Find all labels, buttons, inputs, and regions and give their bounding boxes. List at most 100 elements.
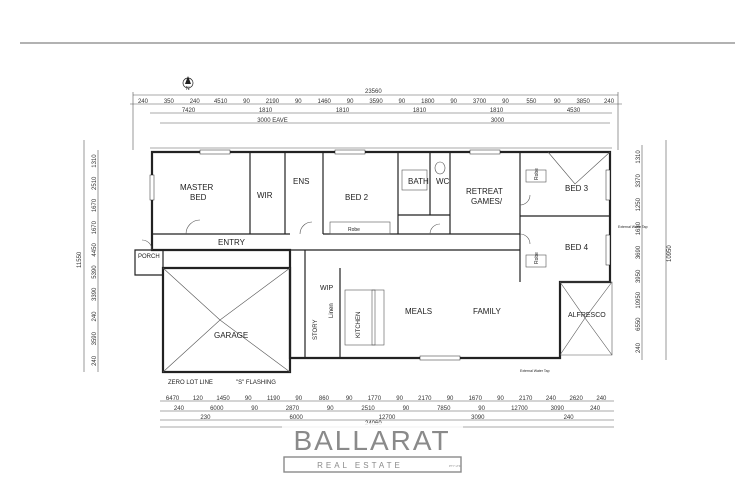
- north-label: N: [186, 86, 190, 92]
- left-overall-dimension: 11550: [77, 140, 85, 372]
- dimension-label: 2870: [286, 406, 300, 412]
- s-flashing-note: "S" FLASHING: [236, 380, 276, 386]
- dimension-label: 1810: [259, 108, 273, 114]
- dimension-label: 90: [327, 406, 334, 412]
- dimension-label: 2170: [418, 396, 432, 402]
- dimension-label: 1670: [92, 198, 98, 212]
- ballarat-real-estate-logo: BALLARAT REAL ESTATE PTY LTD: [282, 423, 463, 473]
- dimension-label: 2170: [519, 396, 533, 402]
- dimension-label: 550: [526, 99, 537, 105]
- room-robe-bed3: Robe: [534, 168, 540, 180]
- dimension-label: 3700: [473, 99, 487, 105]
- external-tap-note-1: External Water Tap: [618, 225, 648, 229]
- dimension-label: 90: [502, 99, 509, 105]
- room-bed2: BED 2: [345, 193, 369, 202]
- brand-name: BALLARAT: [293, 425, 450, 456]
- dimension-label: 3590: [369, 99, 383, 105]
- dimension-label: 3000: [491, 118, 505, 124]
- dimension-label: 3090: [551, 406, 565, 412]
- dimension-label: 1250: [636, 197, 642, 211]
- brand-suffix: PTY LTD: [449, 464, 462, 468]
- dimension-label: 4450: [92, 243, 98, 257]
- room-retreat-line1: RETREAT: [466, 187, 503, 196]
- room-family: FAMILY: [473, 307, 502, 316]
- dimension-label: 6000: [210, 406, 224, 412]
- room-robe-bed2: Robe: [348, 227, 360, 233]
- dimension-label: 90: [399, 99, 406, 105]
- room-linen: Linen: [329, 303, 335, 318]
- dimension-label: 240: [190, 99, 201, 105]
- dimension-label: 90: [295, 396, 302, 402]
- dimension-label: 90: [450, 99, 457, 105]
- dimension-label: 240: [596, 396, 607, 402]
- dimension-label: 90: [396, 396, 403, 402]
- dimension-label: 90: [245, 396, 252, 402]
- room-master-bed-line1: MASTER: [180, 183, 214, 192]
- external-tap-note-2: External Water Tap: [520, 369, 550, 373]
- dimension-label: 240: [564, 415, 575, 421]
- dimension-label: 90: [554, 99, 561, 105]
- dimension-label: 90: [346, 396, 353, 402]
- dimension-label: 1190: [267, 396, 281, 402]
- room-porch: PORCH: [138, 254, 160, 260]
- dimension-label: 2190: [266, 99, 280, 105]
- dimension-label: 6550: [636, 317, 642, 331]
- room-robe-bed4: Robe: [534, 252, 540, 264]
- dimension-label: 350: [164, 99, 175, 105]
- dimension-label: 90: [403, 406, 410, 412]
- dimension-label: 230: [200, 415, 211, 421]
- dimension-label: 2510: [92, 176, 98, 190]
- room-wc: WC: [436, 177, 450, 186]
- brand-tagline: REAL ESTATE: [317, 461, 403, 470]
- dimension-label: 6000: [290, 415, 304, 421]
- dimension-label: 90: [478, 406, 485, 412]
- dimension-label: 860: [319, 396, 330, 402]
- dimension-label: 3090: [471, 415, 485, 421]
- dimension-label: 90: [295, 99, 302, 105]
- dimension-label: 240: [138, 99, 149, 105]
- dimension-label: 120: [193, 396, 204, 402]
- dimension-label: 3950: [636, 269, 642, 283]
- room-labels: MASTER BED WIR ENS BED 2 BATH WC RETREAT…: [138, 168, 606, 340]
- room-garage: GARAGE: [214, 331, 248, 340]
- room-kitchen: KITCHEN: [356, 312, 362, 338]
- dimension-label: 2620: [569, 396, 583, 402]
- dimension-label: 90: [447, 396, 454, 402]
- room-store: STORY: [313, 320, 319, 340]
- room-entry: ENTRY: [218, 238, 246, 247]
- dimension-label: 1810: [336, 108, 350, 114]
- dimension-label: 240: [604, 99, 615, 105]
- room-ens: ENS: [293, 177, 309, 186]
- dimension-label: 3690: [636, 245, 642, 259]
- dimension-label: 240: [174, 406, 185, 412]
- dimension-label: 1670: [469, 396, 483, 402]
- dimension-label: 6470: [166, 396, 180, 402]
- dimension-label: 90: [497, 396, 504, 402]
- dimension-label: 2510: [361, 406, 375, 412]
- room-bed3: BED 3: [565, 184, 589, 193]
- dimension-label: 90: [243, 99, 250, 105]
- dimension-label: 240: [546, 396, 557, 402]
- dimension-label: 240: [92, 311, 98, 322]
- dimension-label: 4530: [567, 108, 581, 114]
- dimension-label: 4510: [214, 99, 228, 105]
- dimension-label: 12700: [511, 406, 528, 412]
- overall-depth-left: 11550: [77, 251, 83, 268]
- dimension-label: 1810: [413, 108, 427, 114]
- dimension-label: 7850: [437, 406, 451, 412]
- room-wip: WIP: [320, 285, 334, 292]
- dimension-label: 7420: [182, 108, 196, 114]
- dimension-label: 240: [92, 355, 98, 366]
- right-overall-dimension: 10950: [665, 140, 673, 360]
- dimension-label: 12700: [379, 415, 396, 421]
- room-meals: MEALS: [405, 307, 432, 316]
- dimension-label: 90: [347, 99, 354, 105]
- dimension-label: 3370: [636, 174, 642, 188]
- dimension-label: 1460: [318, 99, 332, 105]
- plan-notes: ZERO LOT LINE "S" FLASHING External Wate…: [168, 225, 648, 386]
- dimension-label: 3390: [92, 287, 98, 301]
- room-retreat-line2: GAMES/: [471, 197, 503, 206]
